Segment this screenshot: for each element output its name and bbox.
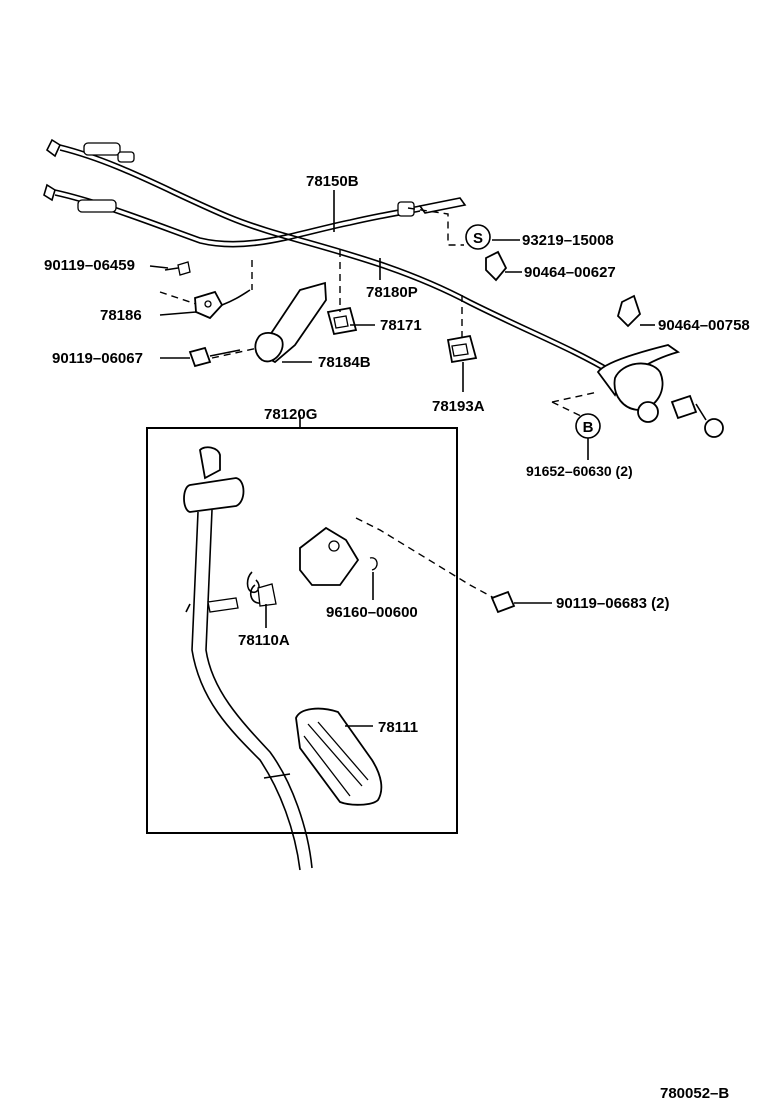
label-78186: 78186 [100,307,142,324]
label-90119-06067: 90119–06067 [52,350,143,367]
bolt-90119-06067 [188,346,241,368]
label-93219-15008: 93219–15008 [522,232,614,249]
pedal-assembly-box [146,427,458,834]
label-78111: 78111 [378,719,418,736]
label-90119-06459: 90119–06459 [44,257,135,274]
clip-90464-00627 [485,250,508,282]
figure-code: 780052–B [660,1085,729,1102]
bolt-90119-06459 [164,261,191,276]
pedal-pad-78111 [295,707,383,806]
cable-end-bracket-78186 [194,289,251,320]
clip-90464-00758 [616,294,642,328]
leader-lines [149,190,655,727]
svg-text:B: B [583,419,594,436]
lever-bracket-78184b [254,281,327,364]
label-91652-60630: 91652–60630 (2) [526,463,633,479]
return-spring-78110a [246,571,277,607]
accelerator-cable-78150b [45,138,613,376]
pivot-pin [185,597,239,613]
cable-clamp-78193a [446,334,478,364]
circled-s-symbol: S [465,224,491,250]
label-78150b: 78150B [306,173,359,190]
label-90464-00627: 90464–00627 [524,264,616,281]
throttle-cable-78180p [43,183,467,248]
throttle-end-bracket [596,344,724,438]
label-78120g: 78120G [264,406,317,423]
pedal-stopper-bracket [299,526,378,586]
cable-clamp-78171 [326,306,358,336]
dashed-guides [159,207,599,599]
label-78171: 78171 [380,317,422,334]
label-90119-06683: 90119–06683 (2) [556,595,669,612]
svg-text:S: S [473,230,483,247]
label-90464-00758: 90464–00758 [658,317,750,334]
bolt-90119-06683 [490,590,516,614]
label-96160-00600: 96160–00600 [326,604,418,621]
circled-b-symbol: B [575,413,601,439]
label-78110a: 78110A [238,632,290,649]
label-78184b: 78184B [318,354,371,371]
label-78180p: 78180P [366,284,418,301]
label-78193a: 78193A [432,398,485,415]
pedal-arm [183,446,313,871]
